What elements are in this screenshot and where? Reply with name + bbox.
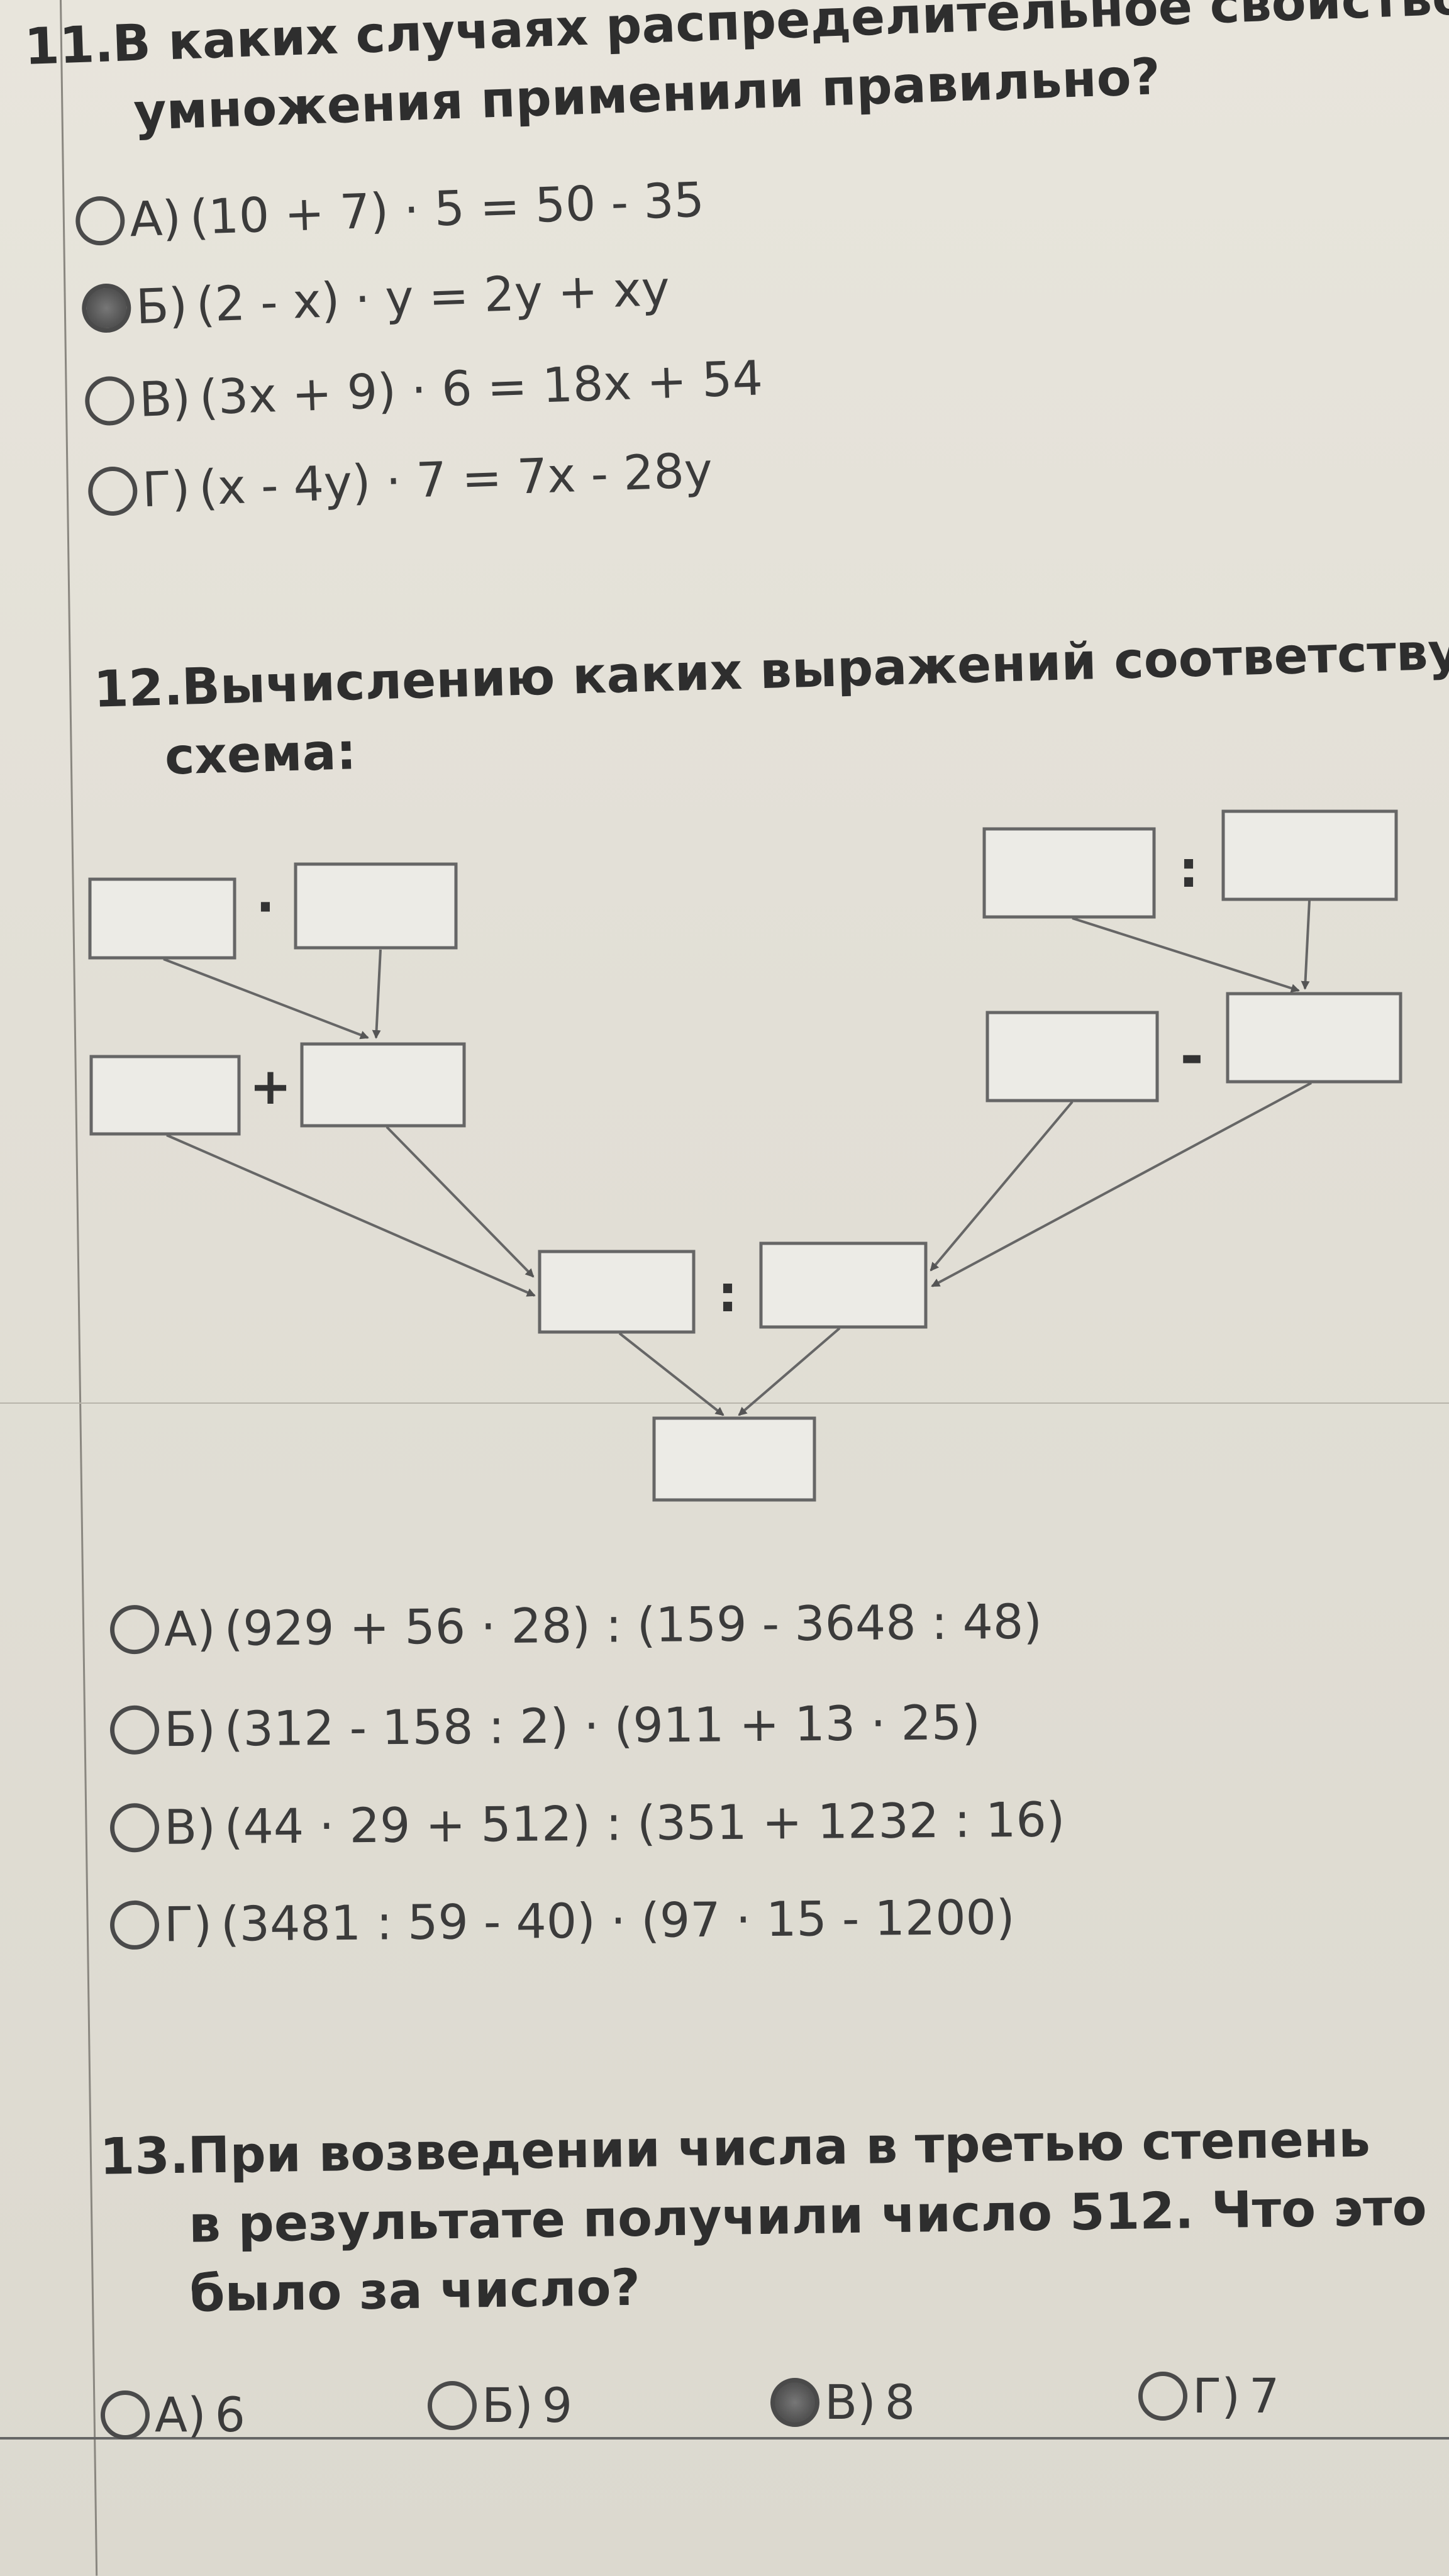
scheme-arrow [1301,900,1311,990]
q13-number: 13. [99,2126,189,2186]
scheme-box [1221,809,1398,901]
q13-title-line1: При возведении числа в третью степень [187,2109,1371,2185]
radio-button[interactable] [109,1604,160,1654]
scheme-box [294,862,458,950]
scheme-op-div-right: : [1179,840,1199,899]
option-letter: Б) [482,2377,533,2433]
scheme-op-minus: - [1180,1023,1203,1089]
scheme-arrow [738,1327,841,1416]
option-letter: А) [164,1601,216,1657]
scheme-arrow [386,1126,535,1278]
scheme-arrow [372,949,382,1039]
q13-option-b[interactable]: Б) 9 [428,2377,572,2433]
q13-option-v[interactable]: В) 8 [770,2374,915,2430]
option-text: (929 + 56 · 28) : (159 - 3648 : 48) [224,1593,1043,1657]
radio-button[interactable] [428,2380,477,2430]
radio-button[interactable] [109,1704,160,1755]
scheme-arrow [931,1082,1312,1287]
option-letter: Г) [164,1896,213,1953]
q13-option-g[interactable]: Г) 7 [1138,2368,1279,2424]
option-text: 7 [1249,2368,1280,2424]
option-letter: Б) [164,1701,216,1758]
q12-option-a[interactable]: А) (929 + 56 · 28) : (159 - 3648 : 48) [109,1593,1043,1658]
option-letter: В) [164,1799,216,1855]
q13-title: 13.При возведении числа в третью степень… [99,2104,1428,2329]
option-letter: А) [155,2387,206,2443]
scheme-box [300,1042,466,1128]
scheme-op-plus: + [249,1057,291,1116]
option-text: 8 [884,2374,916,2430]
bottom-rule [0,2437,1449,2440]
option-text: 6 [214,2387,245,2443]
scheme-op-div-center: : [718,1265,738,1323]
scheme-arrow [1072,917,1300,993]
scheme-box [759,1241,928,1329]
radio-button[interactable] [109,1900,160,1950]
scheme-op-mul: · [256,878,275,936]
scheme-arrow [618,1332,724,1416]
q13-option-a[interactable]: А) 6 [101,2387,245,2443]
radio-button[interactable] [109,1802,160,1853]
radio-button[interactable] [1138,2371,1187,2421]
scheme-box [88,877,236,960]
scheme-box [985,1011,1159,1102]
q12-option-b[interactable]: Б) (312 - 158 : 2) · (911 + 13 · 25) [109,1694,981,1758]
option-text: (3481 : 59 - 40) · (97 · 15 - 1200) [220,1889,1015,1952]
option-letter: В) [824,2374,876,2430]
scheme-arrow [163,958,369,1040]
scheme-arrow [930,1101,1074,1272]
option-text: (44 · 29 + 512) : (351 + 1232 : 16) [224,1791,1065,1855]
scheme-box [538,1250,696,1334]
scheme-box [982,827,1156,919]
scheme-box [89,1055,241,1136]
option-text: 9 [541,2377,573,2433]
q12-option-g[interactable]: Г) (3481 : 59 - 40) · (97 · 15 - 1200) [109,1889,1015,1953]
q12-option-v[interactable]: В) (44 · 29 + 512) : (351 + 1232 : 16) [109,1791,1065,1855]
radio-button-selected[interactable] [770,2377,819,2427]
option-text: (312 - 158 : 2) · (911 + 13 · 25) [224,1694,981,1757]
scheme-box [652,1416,816,1502]
paper-fold [0,1402,1449,1404]
scheme-arrow [166,1134,536,1297]
option-letter: Г) [1192,2368,1240,2424]
radio-button[interactable] [101,2390,150,2440]
scheme-box [1226,992,1402,1084]
